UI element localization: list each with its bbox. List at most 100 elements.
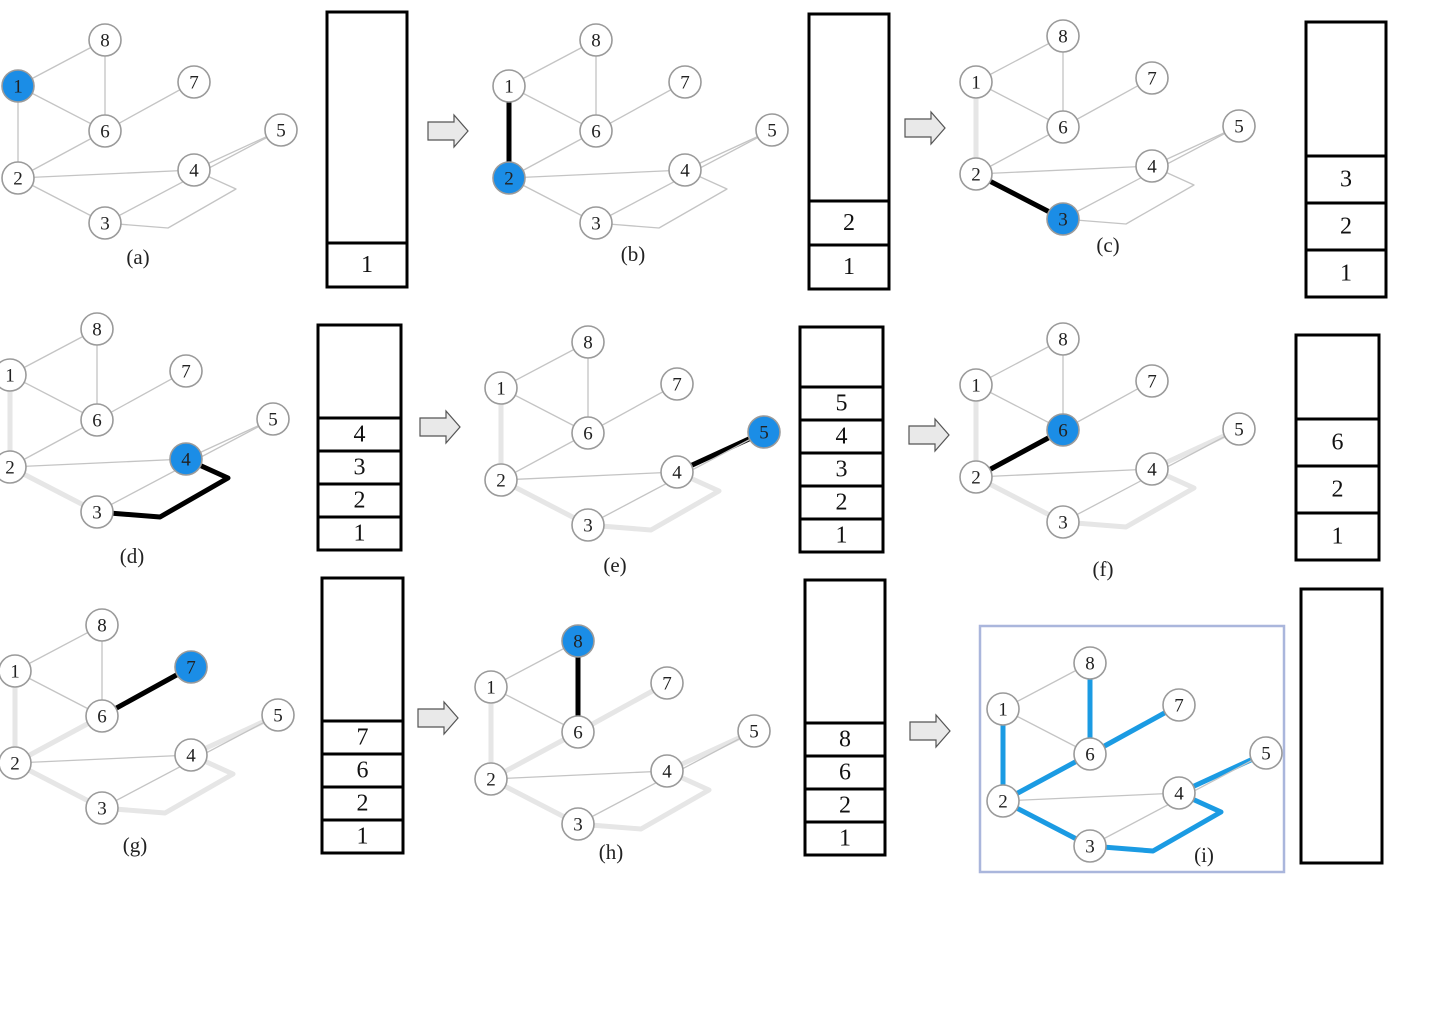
edge-3-4 <box>1089 790 1224 854</box>
node-label: 6 <box>591 122 601 143</box>
stack-box <box>1299 587 1384 865</box>
node-4: 4 <box>1135 452 1169 486</box>
node-label: 2 <box>5 458 15 479</box>
edge-3-4 <box>101 752 236 816</box>
stack-cell: 1 <box>843 254 855 280</box>
node-8: 8 <box>579 23 613 57</box>
node-label: 2 <box>971 165 981 186</box>
edge-2-4 <box>1002 792 1180 802</box>
node-label: 5 <box>1261 744 1271 765</box>
stack-cell: 6 <box>1332 430 1344 456</box>
node-label: 3 <box>583 516 593 537</box>
node-3: 3 <box>1046 202 1080 236</box>
stack-cell: 3 <box>1340 167 1352 193</box>
node-label: 4 <box>1147 157 1157 178</box>
node-1: 1 <box>1 69 35 103</box>
node-2: 2 <box>492 161 526 195</box>
stack-cell: 2 <box>843 210 855 236</box>
node-label: 5 <box>767 121 777 142</box>
node-4: 4 <box>660 455 694 489</box>
edge-2-4 <box>17 169 195 179</box>
stack-box <box>316 323 403 552</box>
stack-cell: 3 <box>354 455 366 481</box>
node-label: 6 <box>1058 421 1068 442</box>
edge-3-4 <box>587 469 722 533</box>
stack-cell: 1 <box>836 523 848 549</box>
node-6: 6 <box>1073 737 1107 771</box>
node-7: 7 <box>1162 688 1196 722</box>
node-3: 3 <box>571 508 605 542</box>
node-5: 5 <box>747 415 781 449</box>
node-label: 7 <box>186 658 196 679</box>
stack-box <box>807 12 891 291</box>
node-label: 4 <box>672 463 682 484</box>
panel-caption-a: (a) <box>126 245 149 269</box>
node-label: 1 <box>971 376 981 397</box>
node-4: 4 <box>174 738 208 772</box>
node-label: 1 <box>971 73 981 94</box>
node-label: 5 <box>1234 420 1244 441</box>
node-7: 7 <box>1135 364 1169 398</box>
node-5: 5 <box>261 698 295 732</box>
stack-box <box>803 578 887 857</box>
node-label: 3 <box>591 214 601 235</box>
node-7: 7 <box>1135 61 1169 95</box>
edge-2-4 <box>500 471 678 481</box>
stack-b: 12 <box>807 12 891 291</box>
node-1: 1 <box>0 654 32 688</box>
node-label: 4 <box>181 450 191 471</box>
step-arrow-icon <box>417 700 459 736</box>
stack-cell: 4 <box>354 422 366 448</box>
node-label: 1 <box>496 379 506 400</box>
node-label: 8 <box>97 616 107 637</box>
node-label: 6 <box>573 723 583 744</box>
stack-box <box>1304 20 1388 299</box>
node-label: 5 <box>268 410 278 431</box>
stack-cell: 1 <box>354 521 366 547</box>
edge-6-7 <box>100 664 193 719</box>
stack-cell: 6 <box>357 758 369 784</box>
node-3: 3 <box>85 791 119 825</box>
node-1: 1 <box>0 358 27 392</box>
stack-cell: 8 <box>839 727 851 753</box>
edge-6-7 <box>576 680 669 735</box>
node-label: 4 <box>680 161 690 182</box>
stack-cell: 5 <box>836 391 848 417</box>
edge-6-7 <box>1062 380 1153 431</box>
panel-caption-d: (d) <box>120 544 145 568</box>
node-label: 8 <box>100 31 110 52</box>
node-label: 2 <box>998 792 1008 813</box>
node-4: 4 <box>1162 776 1196 810</box>
node-label: 8 <box>583 333 593 354</box>
node-label: 8 <box>1058 330 1068 351</box>
stack-cell: 2 <box>836 490 848 516</box>
stack-cell: 1 <box>1340 261 1352 287</box>
node-6: 6 <box>561 715 595 749</box>
node-label: 6 <box>1085 745 1095 766</box>
node-label: 3 <box>1058 513 1068 534</box>
edge-6-7 <box>587 383 678 434</box>
node-2: 2 <box>0 450 27 484</box>
edge-3-4 <box>96 456 231 520</box>
stack-cell: 1 <box>357 824 369 850</box>
node-6: 6 <box>85 699 119 733</box>
node-8: 8 <box>88 23 122 57</box>
panel-caption-i: (i) <box>1194 843 1214 867</box>
node-5: 5 <box>1249 736 1283 770</box>
edge-6-7 <box>1088 702 1181 757</box>
node-6: 6 <box>80 403 114 437</box>
node-6: 6 <box>1046 110 1080 144</box>
node-1: 1 <box>959 65 993 99</box>
node-4: 4 <box>668 153 702 187</box>
node-4: 4 <box>177 153 211 187</box>
node-label: 3 <box>573 815 583 836</box>
node-label: 4 <box>186 746 196 767</box>
node-label: 2 <box>486 770 496 791</box>
node-5: 5 <box>755 113 789 147</box>
node-label: 4 <box>189 161 199 182</box>
stack-cell: 2 <box>839 793 851 819</box>
